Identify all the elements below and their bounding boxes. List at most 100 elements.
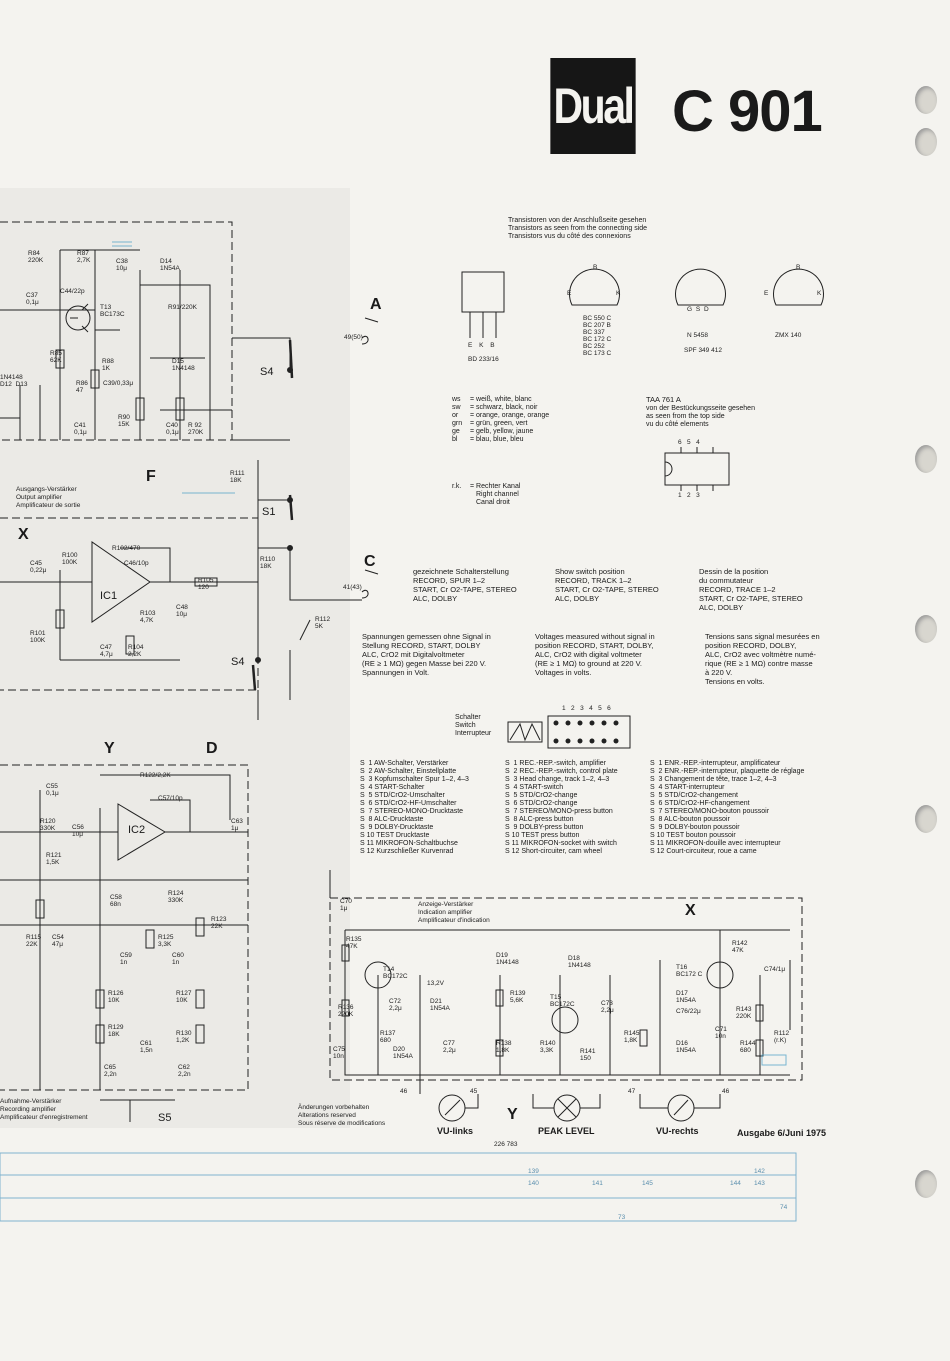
grid-number: 139 [528, 1168, 539, 1175]
component-label: R142 47K [732, 940, 748, 954]
component-label: R111 18K [230, 470, 245, 484]
top-amp-box [0, 221, 233, 441]
switch-list-fr: S 1 ENR.-REP.-interrupteur, amplificateu… [650, 760, 781, 767]
marker-d: D [206, 740, 218, 757]
voltages-fr: rique (RE ≥ 1 MΩ) contre masse [705, 659, 813, 668]
component-label: R123 22K [211, 916, 227, 930]
component-label: T16 BC172 C [676, 964, 703, 978]
switch-list-de: S 3 Kopfumschalter Spur 1–2, 4–3 [360, 776, 469, 783]
component-label: C44/22p [60, 288, 85, 295]
voltages-de: Spannungen in Volt. [362, 668, 430, 677]
switchpos-fr: ALC, DOLBY [699, 603, 744, 612]
switchpos-de: START, Cr O2-TAPE, STEREO [413, 585, 517, 594]
component-label: R87 2,7K [77, 250, 91, 264]
component-label: R112 (r.K) [774, 1030, 790, 1044]
ic1-label: IC1 [100, 590, 118, 602]
voltages-de: ALC, CrO2 mit Digitalvoltmeter [362, 650, 465, 659]
ic2-label: IC2 [128, 824, 146, 836]
switch-list-fr: S 5 STD/CrO2-changement [650, 792, 738, 799]
switch-list-fr: S 3 Changement de tête, trace 1–2, 4–3 [650, 776, 777, 783]
component-label: C37 0,1μ [26, 292, 39, 306]
component-label: R140 3,3K [540, 1040, 556, 1054]
recording-amp-label: Aufnahme-Verstärker [0, 1098, 62, 1105]
grid-number: 144 [730, 1180, 741, 1187]
fet-name: N 5458 [687, 332, 708, 339]
component-label: C54 47μ [52, 934, 64, 948]
component-label: D21 1N54A [430, 998, 450, 1012]
component-label: R102/470 [112, 545, 141, 552]
component-label: C72 2,2μ [389, 998, 402, 1012]
changes-note: Sous réserve de modifications [298, 1120, 386, 1127]
component-label: C57/10p [158, 795, 183, 802]
legend-code: grn [452, 420, 463, 427]
vu-left-label: VU-links [437, 1126, 474, 1136]
component-label: R124 330K [168, 890, 184, 904]
legend-code: ge [452, 428, 460, 435]
legend-text: = blau, blue, bleu [470, 436, 524, 443]
component-label: R125 3,3K [158, 934, 174, 948]
binder-hole [915, 86, 937, 114]
zmx-e: E [764, 290, 769, 297]
switch-list-en: S 8 ALC-press button [505, 816, 574, 823]
component-label: R121 1,5K [46, 852, 62, 866]
switchpos-de: ALC, DOLBY [413, 594, 458, 603]
switch-list-en: S 10 TEST press button [505, 832, 580, 839]
component-label: R126 10K [108, 990, 124, 1004]
meter-pin: 45 [470, 1088, 478, 1095]
switch-list-de: S 5 STD/CrO2-Umschalter [360, 792, 445, 799]
grid-number: 74 [780, 1204, 788, 1211]
recording-amp-box [0, 764, 249, 1091]
bc-k: K [616, 290, 621, 297]
component-label: R105 120 [198, 577, 214, 591]
component-label: C58 68n [110, 894, 122, 908]
fet-name-2: SPF 349 412 [684, 347, 722, 354]
switchpos-en: Show switch position [555, 567, 625, 576]
component-label: D15 1N4148 [172, 358, 195, 372]
binder-hole [915, 1170, 937, 1198]
voltages-fr: position RECORD, DOLBY, [705, 641, 797, 650]
component-label: R100 100K [62, 552, 78, 566]
indication-amp-label: Anzeige-Verstärker [418, 901, 474, 908]
component-label: R127 10K [176, 990, 192, 1004]
component-label: D16 1N54A [676, 1040, 696, 1054]
voltages-en: Voltages measured without signal in [535, 632, 655, 641]
component-label: R135 47K [346, 936, 362, 950]
switchpos-en: START, Cr O2-TAPE, STEREO [555, 585, 659, 594]
component-label: R90 15K [118, 414, 130, 428]
binder-hole [915, 445, 937, 473]
switch-list-de: S 8 ALC-Drucktaste [360, 816, 424, 823]
zmx-name: ZMX 140 [775, 332, 802, 339]
component-label: C65 2,2n [104, 1064, 117, 1078]
legend-text: = gelb, yellow, jaune [470, 428, 534, 435]
bc-type-4: BC 172 C [583, 336, 612, 343]
component-label: C46/10p [124, 560, 149, 567]
component-label: T14 BC172C [383, 966, 408, 980]
component-label: D20 1N54A [393, 1046, 413, 1060]
binder-hole [915, 805, 937, 833]
fet-pins: G S D [687, 306, 709, 313]
output-amp-label: Output amplifier [16, 494, 62, 501]
grid-number: 145 [642, 1180, 653, 1187]
taa-line: von der Bestückungsseite gesehen [646, 405, 755, 412]
switch-list-en: S 12 Short-circuiter, cam wheel [505, 848, 602, 855]
grid-number: 142 [754, 1168, 765, 1175]
taa-line: as seen from the top side [646, 413, 725, 420]
component-label: C39/0,33μ [103, 380, 134, 387]
marker-x: X [18, 526, 29, 543]
meter-pin: 47 [628, 1088, 636, 1095]
switch-list-de: S 4 START-Schalter [360, 784, 425, 791]
recording-amp-label: Recording amplifier [0, 1106, 56, 1113]
component-label: R85 62K [50, 350, 62, 364]
voltages-fr: à 220 V. [705, 668, 733, 677]
switch-list-de: S 12 Kurzschließer Kurvenrad [360, 848, 454, 855]
part-number: 226 783 [494, 1141, 518, 1148]
component-label: D19 1N4148 [496, 952, 519, 966]
component-label: R120 330K [40, 818, 56, 832]
grid-number: 73 [618, 1214, 626, 1221]
component-label: R138 1,8K [496, 1040, 512, 1054]
component-label: R101 100K [30, 630, 46, 644]
switchpos-en: ALC, DOLBY [555, 594, 600, 603]
voltages-de: (RE ≥ 1 MΩ) gegen Masse bei 220 V. [362, 659, 487, 668]
voltages-de: Spannungen gemessen ohne Signal in [362, 632, 491, 641]
switch-list-fr: S 11 MIKROFON-douille avec interrupteur [650, 840, 781, 847]
